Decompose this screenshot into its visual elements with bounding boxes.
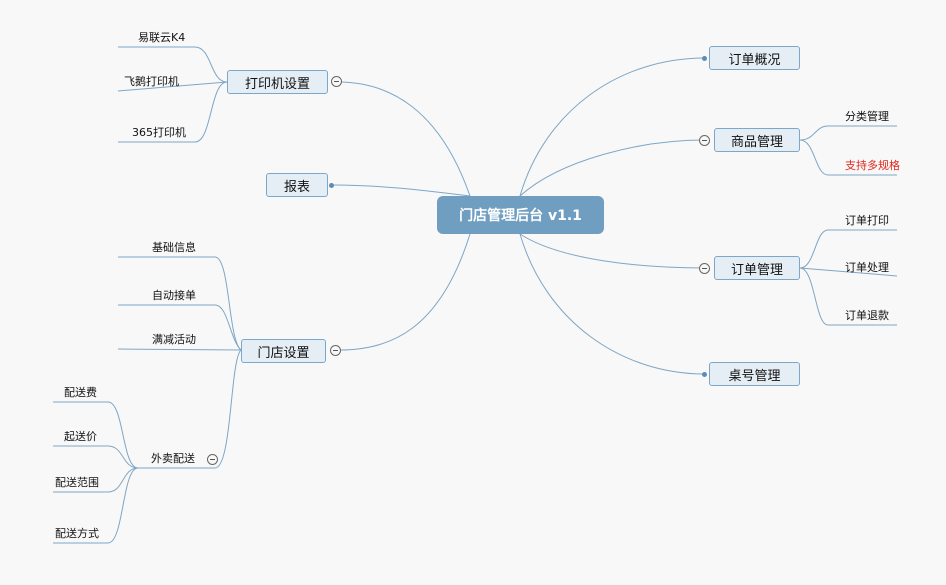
leaf-order-2[interactable]: 订单处理 <box>845 261 889 274</box>
leaf-order-1[interactable]: 订单打印 <box>845 214 889 227</box>
node-store-settings[interactable]: 门店设置 <box>241 339 326 363</box>
node-reports[interactable]: 报表 <box>266 173 328 197</box>
connector-dot-icon <box>702 56 707 61</box>
collapse-circle-icon[interactable] <box>207 454 218 465</box>
node-order-management-label: 订单管理 <box>730 262 783 278</box>
edge-root-reports <box>332 184 471 197</box>
leaf-store-2[interactable]: 自动接单 <box>152 289 196 302</box>
leaf-printer-3[interactable]: 365打印机 <box>132 126 186 139</box>
edge-root-order <box>519 233 706 269</box>
edge-root-table <box>519 233 706 375</box>
leaf-product-1[interactable]: 分类管理 <box>845 110 889 123</box>
node-order-overview-label: 订单概况 <box>728 52 781 68</box>
node-printer-settings[interactable]: 打印机设置 <box>227 70 328 94</box>
root-node[interactable]: 门店管理后台 v1.1 <box>437 196 604 234</box>
leaf-delivery-2[interactable]: 起送价 <box>64 430 97 443</box>
node-table-management[interactable]: 桌号管理 <box>709 362 800 386</box>
connector-dot-icon <box>702 372 707 377</box>
leaf-printer-2[interactable]: 飞鹅打印机 <box>124 75 179 88</box>
edge-root-overview <box>519 57 706 197</box>
leaf-product-2[interactable]: 支持多规格 <box>845 159 900 172</box>
leaf-order-3[interactable]: 订单退款 <box>845 309 889 322</box>
node-delivery-label[interactable]: 外卖配送 <box>151 452 195 465</box>
leaf-delivery-3[interactable]: 配送范围 <box>55 476 99 489</box>
connector-dot-icon <box>329 183 334 188</box>
collapse-circle-icon[interactable] <box>699 135 710 146</box>
edge-root-store <box>339 233 471 351</box>
leaf-delivery-1[interactable]: 配送费 <box>64 386 97 399</box>
collapse-circle-icon[interactable] <box>330 345 341 356</box>
node-store-settings-label: 门店设置 <box>257 345 310 361</box>
leaf-store-1[interactable]: 基础信息 <box>152 241 196 254</box>
edge-root-printer <box>337 81 471 197</box>
collapse-circle-icon[interactable] <box>331 76 342 87</box>
node-order-management[interactable]: 订单管理 <box>714 256 800 280</box>
node-product-management-label: 商品管理 <box>730 134 783 150</box>
node-table-management-label: 桌号管理 <box>728 368 781 384</box>
root-label: 门店管理后台 v1.1 <box>459 208 582 224</box>
node-order-overview[interactable]: 订单概况 <box>709 46 800 70</box>
edge-root-product <box>519 139 706 197</box>
collapse-circle-icon[interactable] <box>699 263 710 274</box>
node-printer-settings-label: 打印机设置 <box>244 76 310 92</box>
node-reports-label: 报表 <box>283 179 310 195</box>
leaf-store-3[interactable]: 满减活动 <box>152 333 196 346</box>
leaf-printer-1[interactable]: 易联云K4 <box>138 31 186 44</box>
node-product-management[interactable]: 商品管理 <box>714 128 800 152</box>
leaf-delivery-4[interactable]: 配送方式 <box>55 527 99 540</box>
